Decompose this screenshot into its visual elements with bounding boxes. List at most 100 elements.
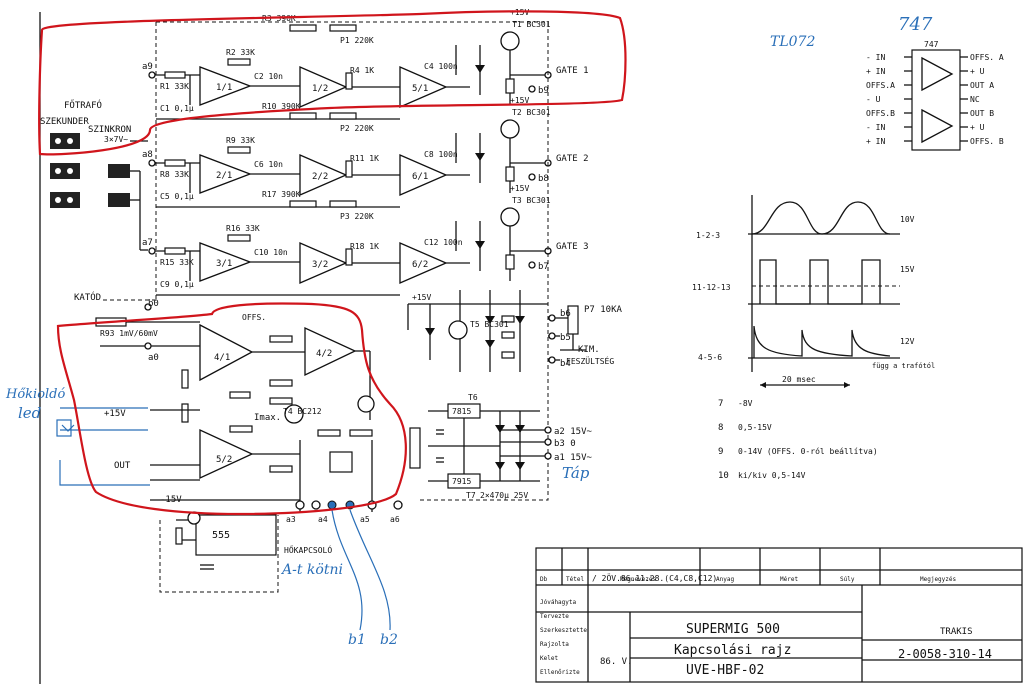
a3-pin: a3	[286, 515, 296, 524]
r4-label: R11 1K	[350, 154, 379, 163]
note-number: 9	[718, 447, 723, 457]
output-cap-label: C4 100n	[424, 62, 458, 71]
pinout-left-1: + IN	[866, 67, 885, 76]
input-cap-label: C1 0,1µ	[160, 104, 194, 113]
note-number: 10	[718, 471, 729, 481]
pot-label: P2 220K	[340, 124, 374, 133]
header-cell: Megnevezés	[620, 576, 657, 583]
opamp-2-label: 2/2	[312, 172, 328, 182]
row-label: Rajzolta	[540, 641, 569, 648]
row-label: Tervezte	[540, 613, 569, 620]
pinout-left-5: - IN	[866, 123, 885, 132]
opamp-1-label: 1/1	[216, 83, 232, 93]
note-text: 0,5-15V	[738, 423, 772, 432]
feszultseg-label: FESZÜLTSÉG	[566, 355, 614, 366]
header-cell: Súly	[840, 576, 855, 583]
channel-input-label: a9	[142, 62, 153, 72]
gate-transistor	[500, 31, 520, 51]
pinout-left-2: OFFS.A	[866, 81, 895, 90]
t5-label: T5 BC301	[470, 320, 509, 329]
input-resistor	[164, 159, 186, 167]
product-name: SUPERMIG 500	[686, 622, 780, 637]
time-label: 20 msec	[782, 375, 816, 384]
op-4-2: 4/2	[316, 349, 332, 359]
supply-label: +15V	[510, 184, 529, 193]
gate-out-pin: b7	[538, 262, 549, 272]
opamp-1-label: 3/1	[216, 259, 232, 269]
input-cap-label: C5 0,1µ	[160, 192, 194, 201]
row-label: Jóváhagyta	[540, 599, 577, 606]
coupling-cap-label: C10 10n	[254, 248, 288, 257]
pinout-right-4: OUT B	[970, 109, 994, 118]
header-cell: Megjegyzés	[920, 576, 957, 583]
supply-label: +15V	[510, 96, 529, 105]
input-resistor-label: R8 33K	[160, 170, 189, 179]
wave2-pins: 11-12-13	[692, 283, 731, 292]
altkotni-handwriting: A-t kötni	[280, 562, 343, 578]
red-highlight-outlines	[38, 10, 627, 516]
tap-handwritten: Táp	[562, 464, 590, 482]
wave3-level: 12V	[900, 337, 915, 346]
tap-b3: b3 0	[554, 439, 576, 449]
header-cell: Tétel	[566, 576, 584, 583]
gate-label: GATE 3	[556, 242, 589, 252]
supply-label: +15V	[510, 8, 529, 17]
szekunder-label: SZEKUNDER	[40, 117, 89, 127]
input-resistor	[164, 247, 186, 255]
note-text: 0-14V (OFFS. 0-ról beállítva)	[738, 446, 878, 456]
output-plus15: +15V	[412, 293, 431, 302]
bias-resistor-label: R17 390K	[262, 190, 301, 199]
kim-label: KIM.	[578, 345, 600, 355]
opamp-2-label: 3/2	[312, 260, 328, 270]
coupling-cap-label: C2 10n	[254, 72, 283, 81]
t6-label: T6	[468, 393, 478, 402]
drawing-title: Kapcsolási rajz	[674, 643, 791, 658]
drawing-code: UVE-HBF-02	[686, 663, 764, 678]
output-cap-label: C12 100n	[424, 238, 463, 247]
a4-pin: a4	[318, 515, 328, 524]
opamp-2	[299, 154, 348, 196]
helvolt-handwriting: Hőkioldó	[5, 387, 66, 402]
t7-label: T7	[466, 491, 476, 500]
pinout-right-5: + U	[970, 123, 985, 132]
wave1-pins: 1-2-3	[696, 231, 720, 240]
op-4-1: 4/1	[214, 353, 230, 363]
row-label: Kelet	[540, 655, 558, 662]
szinkron-label: SZINKRON	[88, 125, 131, 135]
revision-note: / 2ÖV.86.11.28.(C4,C8,C12)	[592, 573, 717, 583]
p7-label: P7 10KA	[584, 305, 623, 315]
t4-label: T4 BC212	[283, 407, 322, 416]
title-block	[535, 547, 1023, 683]
title-block-row-labels: JóváhagytaTervezteSzerkesztetteRajzoltaK…	[540, 599, 587, 676]
power-supply	[428, 403, 552, 489]
gate-transistor	[500, 207, 520, 227]
transistor-label: T1 BC301	[512, 20, 551, 29]
opamp-3	[399, 242, 448, 284]
current-sense-section	[95, 303, 421, 570]
supply-caps: 2×470µ 25V	[480, 491, 528, 500]
regulator-7915: 7915	[452, 477, 471, 486]
output-stage	[407, 290, 586, 372]
op-5-2: 5/2	[216, 455, 232, 465]
wave3-pins: 4-5-6	[698, 353, 722, 362]
row-label: Szerkesztette	[540, 627, 587, 634]
timer-555: 555	[212, 530, 230, 541]
opamp-3-label: 5/1	[412, 84, 428, 94]
pinout-left-6: + IN	[866, 137, 885, 146]
a6-pin: a6	[390, 515, 400, 524]
output-cap-label: C8 100n	[424, 150, 458, 159]
pinout-right-6: OFFS. B	[970, 137, 1004, 146]
opamp-2	[299, 66, 348, 108]
pot-label: P1 220K	[340, 36, 374, 45]
offs-label: OFFS.	[242, 313, 266, 322]
pinout-right-3: NC	[970, 95, 980, 104]
szinkron-voltage: 3×7V~	[104, 135, 128, 144]
channel-input-label: a8	[142, 150, 153, 160]
wave-note: függ a trafótól	[872, 362, 935, 370]
